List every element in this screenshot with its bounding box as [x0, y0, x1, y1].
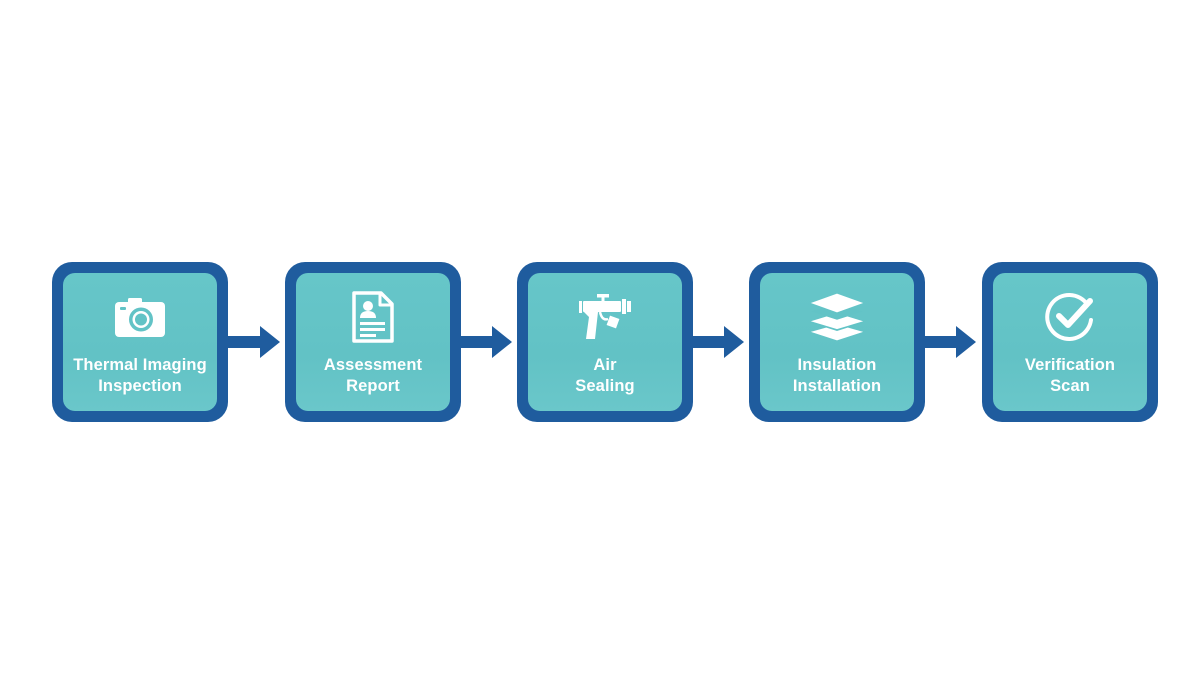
step-label: Air Sealing [575, 355, 634, 397]
step-insulation-installation: Insulation Installation [749, 262, 925, 422]
label-line-2: Sealing [575, 377, 635, 395]
layers-icon [809, 289, 865, 345]
step-air-sealing: Air Sealing [517, 262, 693, 422]
camera-icon [112, 289, 168, 345]
arrow-2-to-3 [458, 326, 512, 358]
label-line-2: Installation [792, 377, 882, 395]
arrow-4-to-5 [922, 326, 976, 358]
step-label: Thermal Imaging Inspection [73, 355, 207, 397]
label-line-1: Verification [1024, 356, 1116, 374]
step-verification-scan: Verification Scan [982, 262, 1158, 422]
arrow-3-to-4 [690, 326, 744, 358]
label-line-1: Thermal Imaging [73, 356, 207, 374]
check-circle-icon [1042, 289, 1098, 345]
step-assessment-report: Assessment Report [285, 262, 461, 422]
label-line-1: Insulation [797, 356, 877, 374]
document-report-icon [345, 289, 401, 345]
step-box-fill: Assessment Report [296, 273, 450, 411]
step-box-fill: Verification Scan [993, 273, 1147, 411]
label-line-1: Air [593, 356, 617, 374]
step-box-fill: Insulation Installation [760, 273, 914, 411]
step-label: Insulation Installation [793, 355, 881, 397]
label-line-2: Report [346, 377, 400, 395]
arrow-1-to-2 [226, 326, 280, 358]
label-line-2: Scan [1050, 377, 1090, 395]
step-thermal-imaging-inspection: Thermal Imaging Inspection [52, 262, 228, 422]
caulk-gun-icon [577, 289, 633, 345]
step-box-fill: Air Sealing [528, 273, 682, 411]
label-line-1: Assessment [323, 356, 423, 374]
step-label: Assessment Report [324, 355, 422, 397]
label-line-2: Inspection [98, 377, 182, 395]
step-box-fill: Thermal Imaging Inspection [63, 273, 217, 411]
step-label: Verification Scan [1025, 355, 1115, 397]
